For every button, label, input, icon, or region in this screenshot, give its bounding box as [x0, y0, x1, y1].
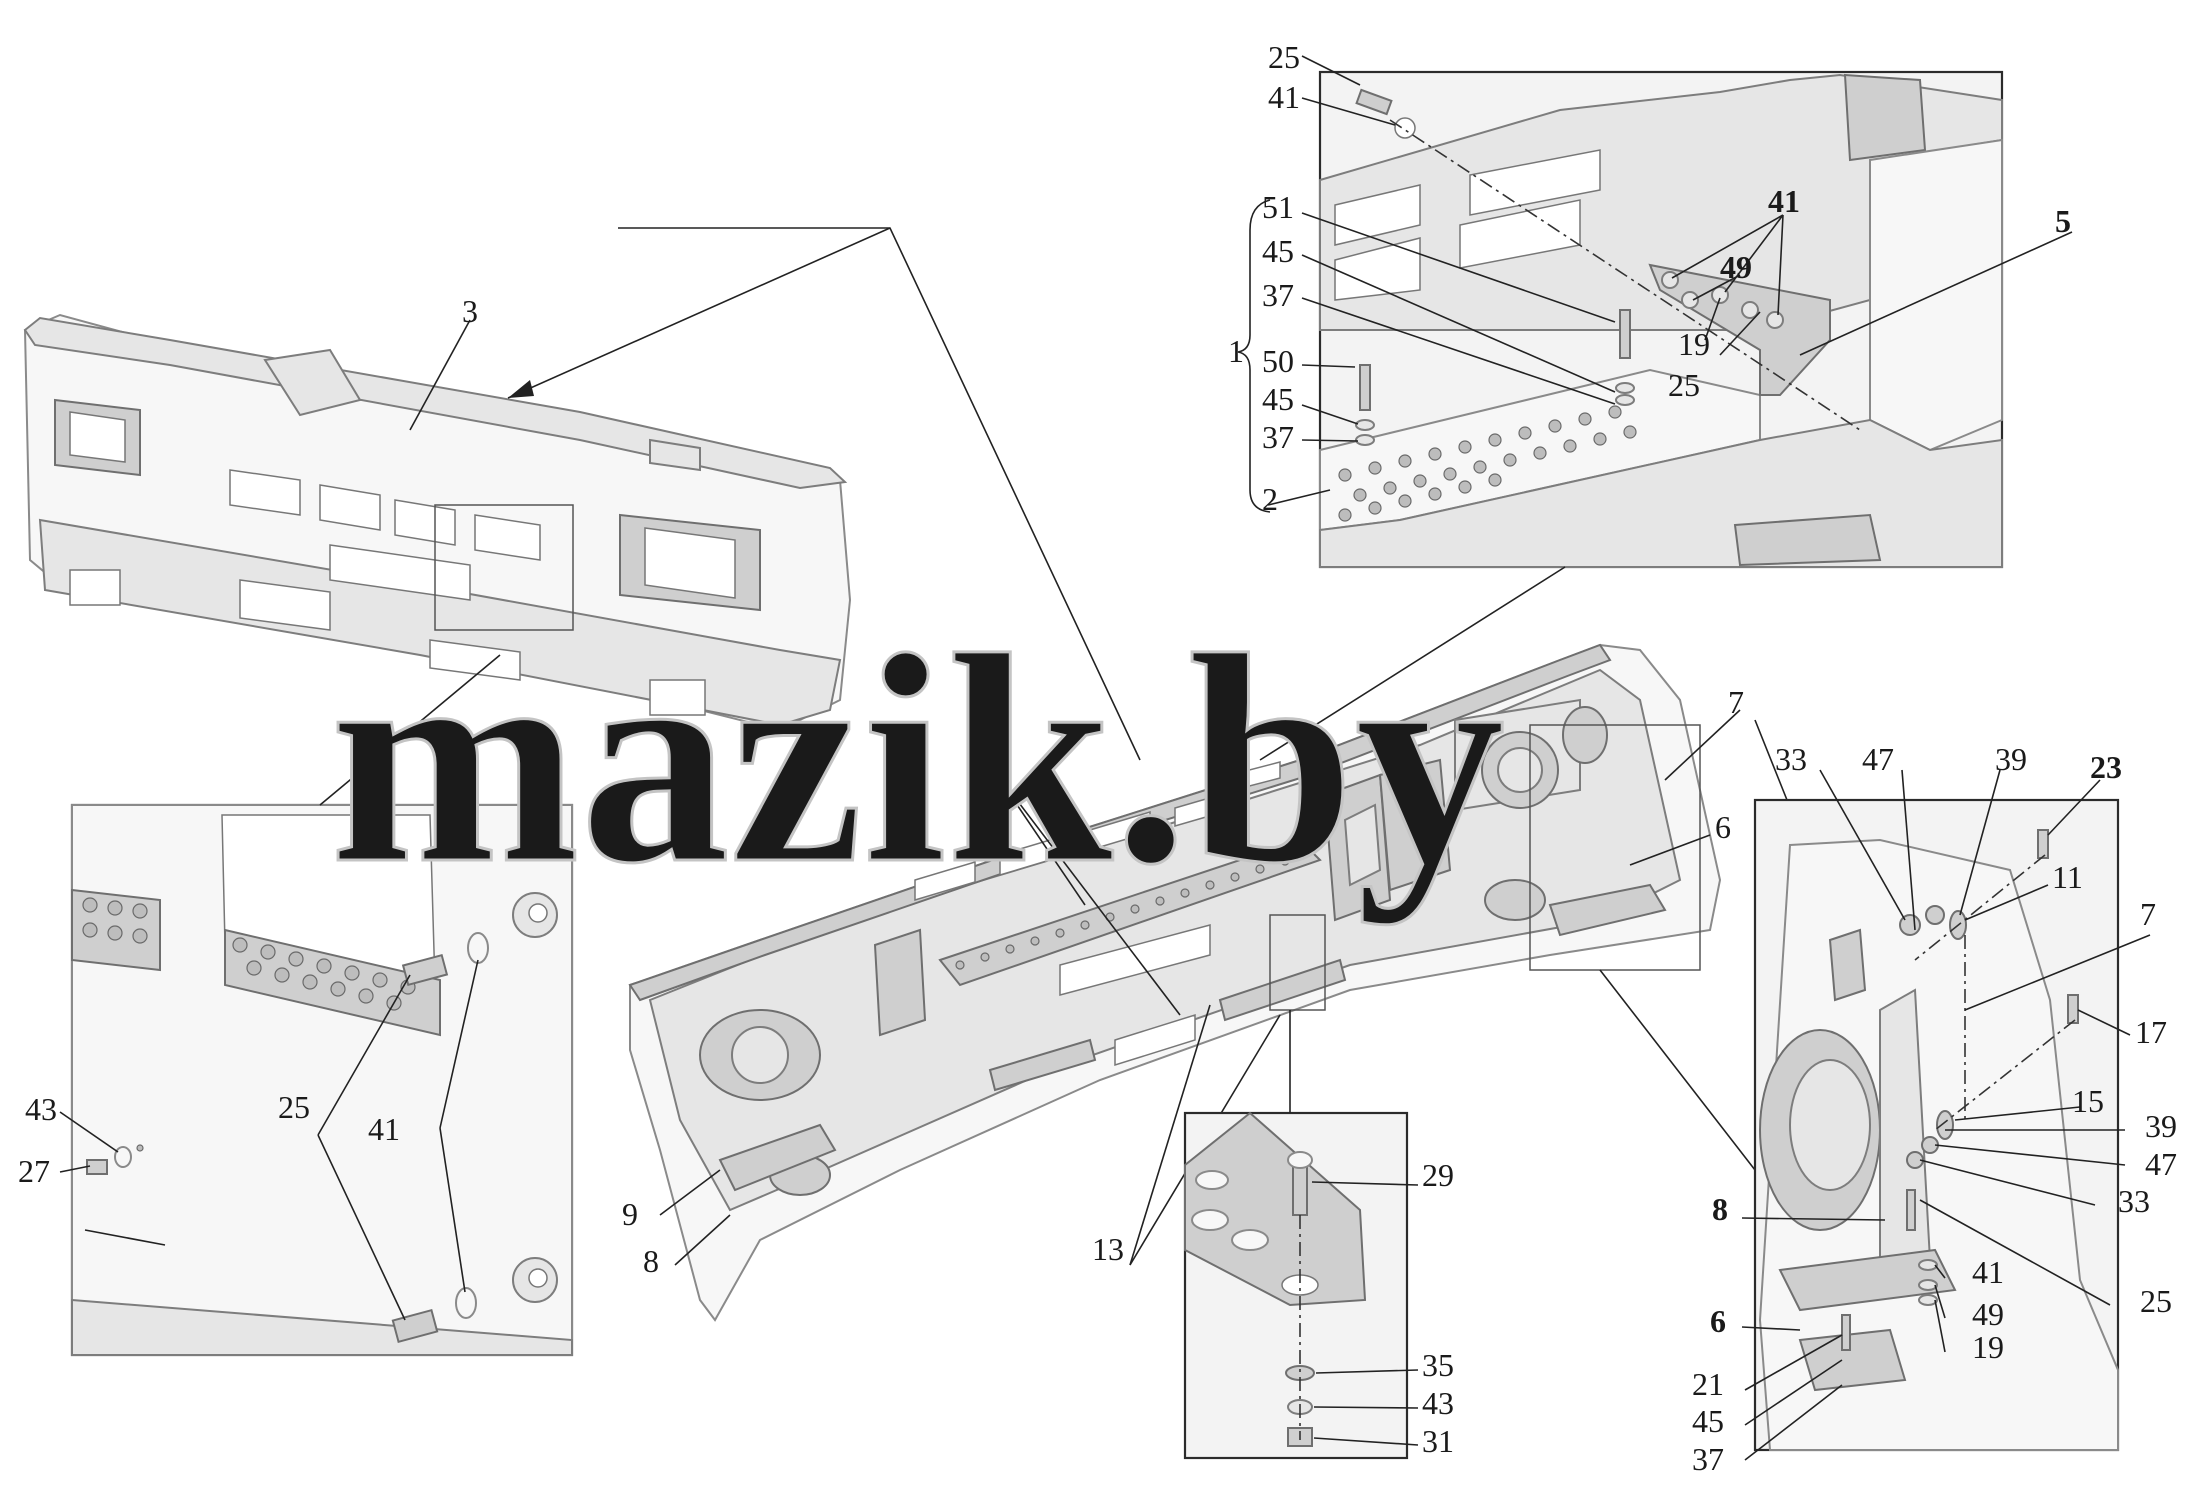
bottom-inset-holes — [1191, 1170, 1319, 1296]
label-7-main: 7 — [1728, 684, 1744, 720]
bumper-assembly-view: 3 — [23, 227, 1141, 761]
label-8-main: 8 — [643, 1243, 659, 1279]
label-6-right: 6 — [1710, 1303, 1726, 1339]
label-6-main: 6 — [1715, 809, 1731, 845]
left-inset-holes — [82, 897, 416, 1011]
bottom-center-inset: 29 35 43 31 — [1183, 1010, 1454, 1460]
label-33-right-b: 33 — [2118, 1183, 2150, 1219]
label-19-right: 19 — [1972, 1329, 2004, 1365]
label-37-right: 37 — [1692, 1441, 1724, 1477]
top-right-inset: 25 41 51 45 37 1 50 45 37 2 41 49 5 19 2… — [1228, 39, 2073, 761]
label-9: 9 — [622, 1196, 638, 1232]
label-41-left: 41 — [368, 1111, 400, 1147]
label-43-left: 43 — [25, 1091, 57, 1127]
label-19-top: 19 — [1678, 326, 1710, 362]
label-15: 15 — [2072, 1083, 2104, 1119]
label-25-top: 25 — [1268, 39, 1300, 75]
bumper-rear-view: 1 7 6 9 8 13 — [622, 643, 1788, 1322]
label-50: 50 — [1262, 343, 1294, 379]
label-33-right: 33 — [1775, 741, 1807, 777]
label-37-top-b: 37 — [1262, 419, 1294, 455]
label-1-top: 1 — [1228, 333, 1244, 369]
right-inset: 33 47 39 23 11 7 17 15 39 47 33 8 41 25 … — [1692, 741, 2177, 1477]
label-17: 17 — [2135, 1014, 2167, 1050]
label-39-right-b: 39 — [2145, 1108, 2177, 1144]
label-31: 31 — [1422, 1423, 1454, 1459]
label-37-top: 37 — [1262, 277, 1294, 313]
label-2: 2 — [1262, 481, 1278, 517]
label-45-top-b: 45 — [1262, 381, 1294, 417]
label-25-right: 25 — [2140, 1283, 2172, 1319]
label-51: 51 — [1262, 189, 1294, 225]
label-45-right: 45 — [1692, 1403, 1724, 1439]
label-29: 29 — [1422, 1157, 1454, 1193]
label-11: 11 — [2052, 859, 2083, 895]
label-21: 21 — [1692, 1366, 1724, 1402]
label-39-right: 39 — [1995, 741, 2027, 777]
label-41-top-b: 41 — [1768, 183, 1800, 219]
label-49-top: 49 — [1720, 249, 1752, 285]
label-45-top: 45 — [1262, 233, 1294, 269]
label-41-top: 41 — [1268, 79, 1300, 115]
watermark-text: mazik.by — [330, 593, 1505, 926]
label-23: 23 — [2090, 749, 2122, 785]
left-inset: 43 27 25 41 — [18, 654, 574, 1357]
label-3: 3 — [462, 293, 478, 329]
label-8-right: 8 — [1712, 1191, 1728, 1227]
label-7-right: 7 — [2140, 896, 2156, 932]
label-47-right-b: 47 — [2145, 1146, 2177, 1182]
step-plate-holes — [1338, 405, 1637, 522]
label-27: 27 — [18, 1153, 50, 1189]
label-43-bottom: 43 — [1422, 1385, 1454, 1421]
label-35: 35 — [1422, 1347, 1454, 1383]
label-49-right: 49 — [1972, 1296, 2004, 1332]
label-25-left: 25 — [278, 1089, 310, 1125]
label-47-right: 47 — [1862, 741, 1894, 777]
label-1-main: 1 — [972, 734, 988, 770]
label-25-top-b: 25 — [1668, 367, 1700, 403]
main-step-holes — [955, 856, 1290, 970]
label-13: 13 — [1092, 1231, 1124, 1267]
label-41-right: 41 — [1972, 1254, 2004, 1290]
label-5: 5 — [2055, 203, 2071, 239]
